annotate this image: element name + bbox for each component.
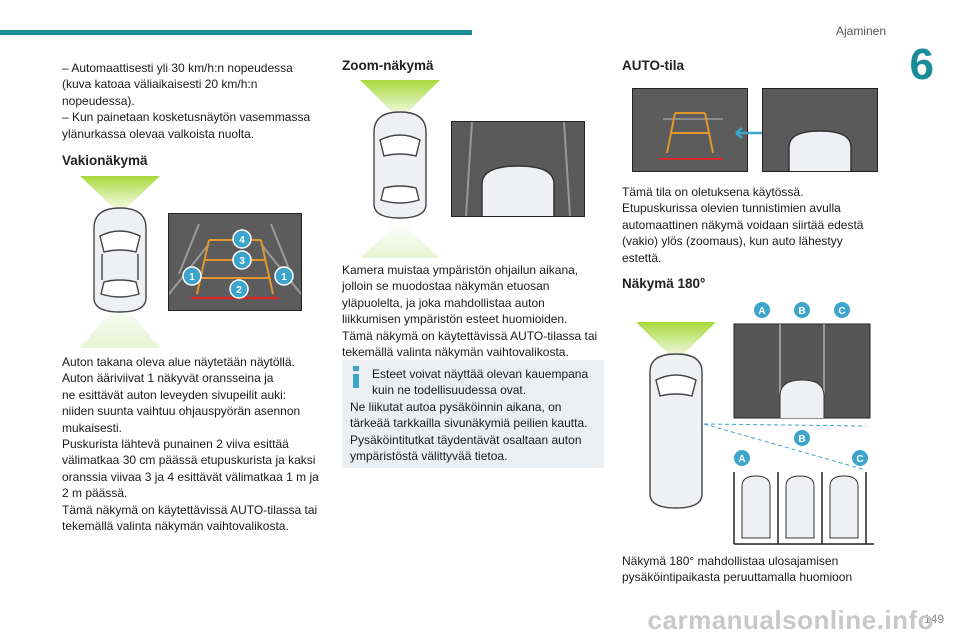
zoom-view-text: Kamera muistaa ympäristön ohjailun aikan…	[342, 263, 598, 360]
car-rear-zoom	[481, 165, 555, 216]
swap-arrow-icon	[735, 127, 779, 139]
auto-zoom-screen	[762, 88, 878, 172]
badge-A-bottom: A	[738, 454, 745, 465]
badge-C-bottom: C	[856, 454, 863, 465]
info-box	[342, 360, 604, 468]
heading-standard-view: Vakionäkymä	[62, 153, 148, 168]
camera-cone	[636, 322, 716, 362]
info-text: Ne liikutat autoa pysäköinnin aikana, on…	[350, 400, 588, 464]
view-180-illustration: A B C B A C	[636, 302, 874, 545]
heading-180-view: Näkymä 180°	[622, 276, 706, 291]
auto-mode-text: Tämä tila on oletuksena käytössä.Etupusk…	[622, 185, 864, 265]
watermark: carmanualsonline.info	[647, 605, 934, 635]
heading-auto-mode: AUTO-tila	[622, 58, 685, 73]
badge-3: 3	[239, 256, 245, 267]
badge-4: 4	[239, 235, 245, 246]
car-top-view	[649, 353, 703, 509]
heading-zoom-view: Zoom-näkymä	[342, 58, 434, 73]
badge-1-right: 1	[281, 272, 287, 283]
car-top-view	[373, 111, 427, 219]
badge-2: 2	[236, 285, 242, 296]
standard-view-text: Auton takana oleva alue näytetään näytöl…	[62, 355, 319, 534]
badge-C-top: C	[838, 306, 845, 317]
zoom-car-illustration	[360, 80, 440, 258]
badge-A-top: A	[758, 306, 765, 317]
chapter-title: Ajaminen	[835, 24, 886, 38]
chapter-accent-bar	[0, 30, 472, 35]
chapter-number: 6	[909, 40, 934, 89]
camera-cone	[360, 80, 440, 120]
rear-camera-standard-screen: 4 3 1 1 2	[168, 213, 302, 311]
intro-text: – Automaattisesti yli 30 km/h:n nopeudes…	[62, 61, 311, 141]
info-icon	[353, 366, 359, 388]
badge-B-top: B	[798, 306, 805, 317]
car-top-view	[93, 207, 147, 313]
auto-standard-screen	[632, 88, 748, 172]
badge-B-bottom: B	[798, 434, 805, 445]
badge-1-left: 1	[189, 272, 195, 283]
zoom-camera-screen	[451, 121, 585, 217]
parked-cars	[741, 475, 859, 539]
camera-cone	[80, 176, 160, 214]
page-number: 149	[923, 612, 944, 626]
standard-view-illustration	[80, 176, 160, 348]
